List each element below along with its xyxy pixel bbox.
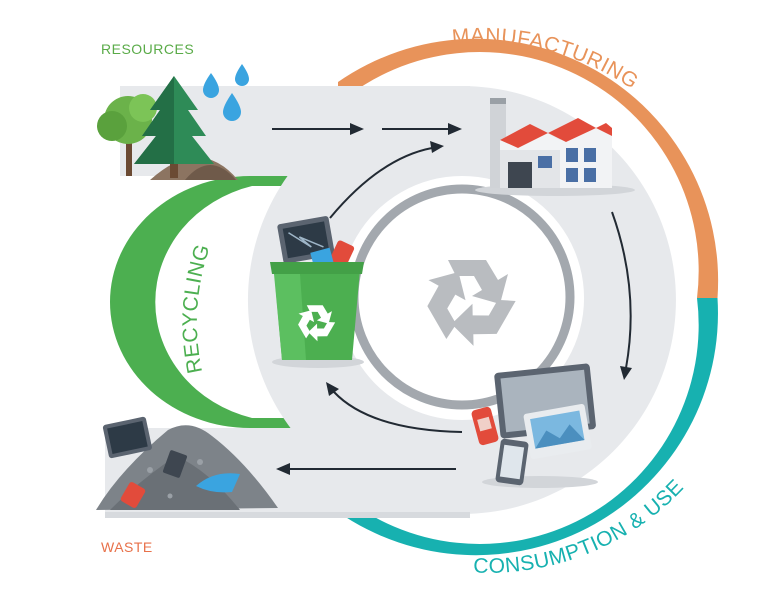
consumption-arc [338, 298, 718, 556]
arrow-consumption-to-recycling [326, 382, 463, 433]
trees-water-drops-icon [97, 64, 249, 180]
devices-icon [471, 363, 598, 488]
recycle-symbol-icon [427, 260, 516, 346]
recycling-label: RECYCLING [179, 241, 214, 375]
resources-band [120, 86, 470, 176]
arrow-resources-right [272, 123, 364, 135]
waste-pile-icon [96, 416, 278, 510]
resources-label: RESOURCES [101, 41, 194, 57]
recycling-arc [110, 176, 298, 428]
flow-arrows [272, 123, 632, 475]
manufacturing-arc [338, 38, 719, 299]
arrow-factory-to-consumption [611, 211, 632, 380]
arrow-resources-to-factory [382, 123, 462, 135]
outer-ring [110, 38, 719, 556]
factory-icon [475, 98, 635, 196]
band-shadow [105, 512, 470, 518]
svg-text:RECYCLING: RECYCLING [179, 241, 215, 375]
arrow-to-waste [276, 463, 456, 475]
waste-label: WASTE [101, 539, 153, 555]
recycle-bin-icon [270, 216, 364, 368]
arrow-recycling-to-resources [329, 141, 444, 219]
